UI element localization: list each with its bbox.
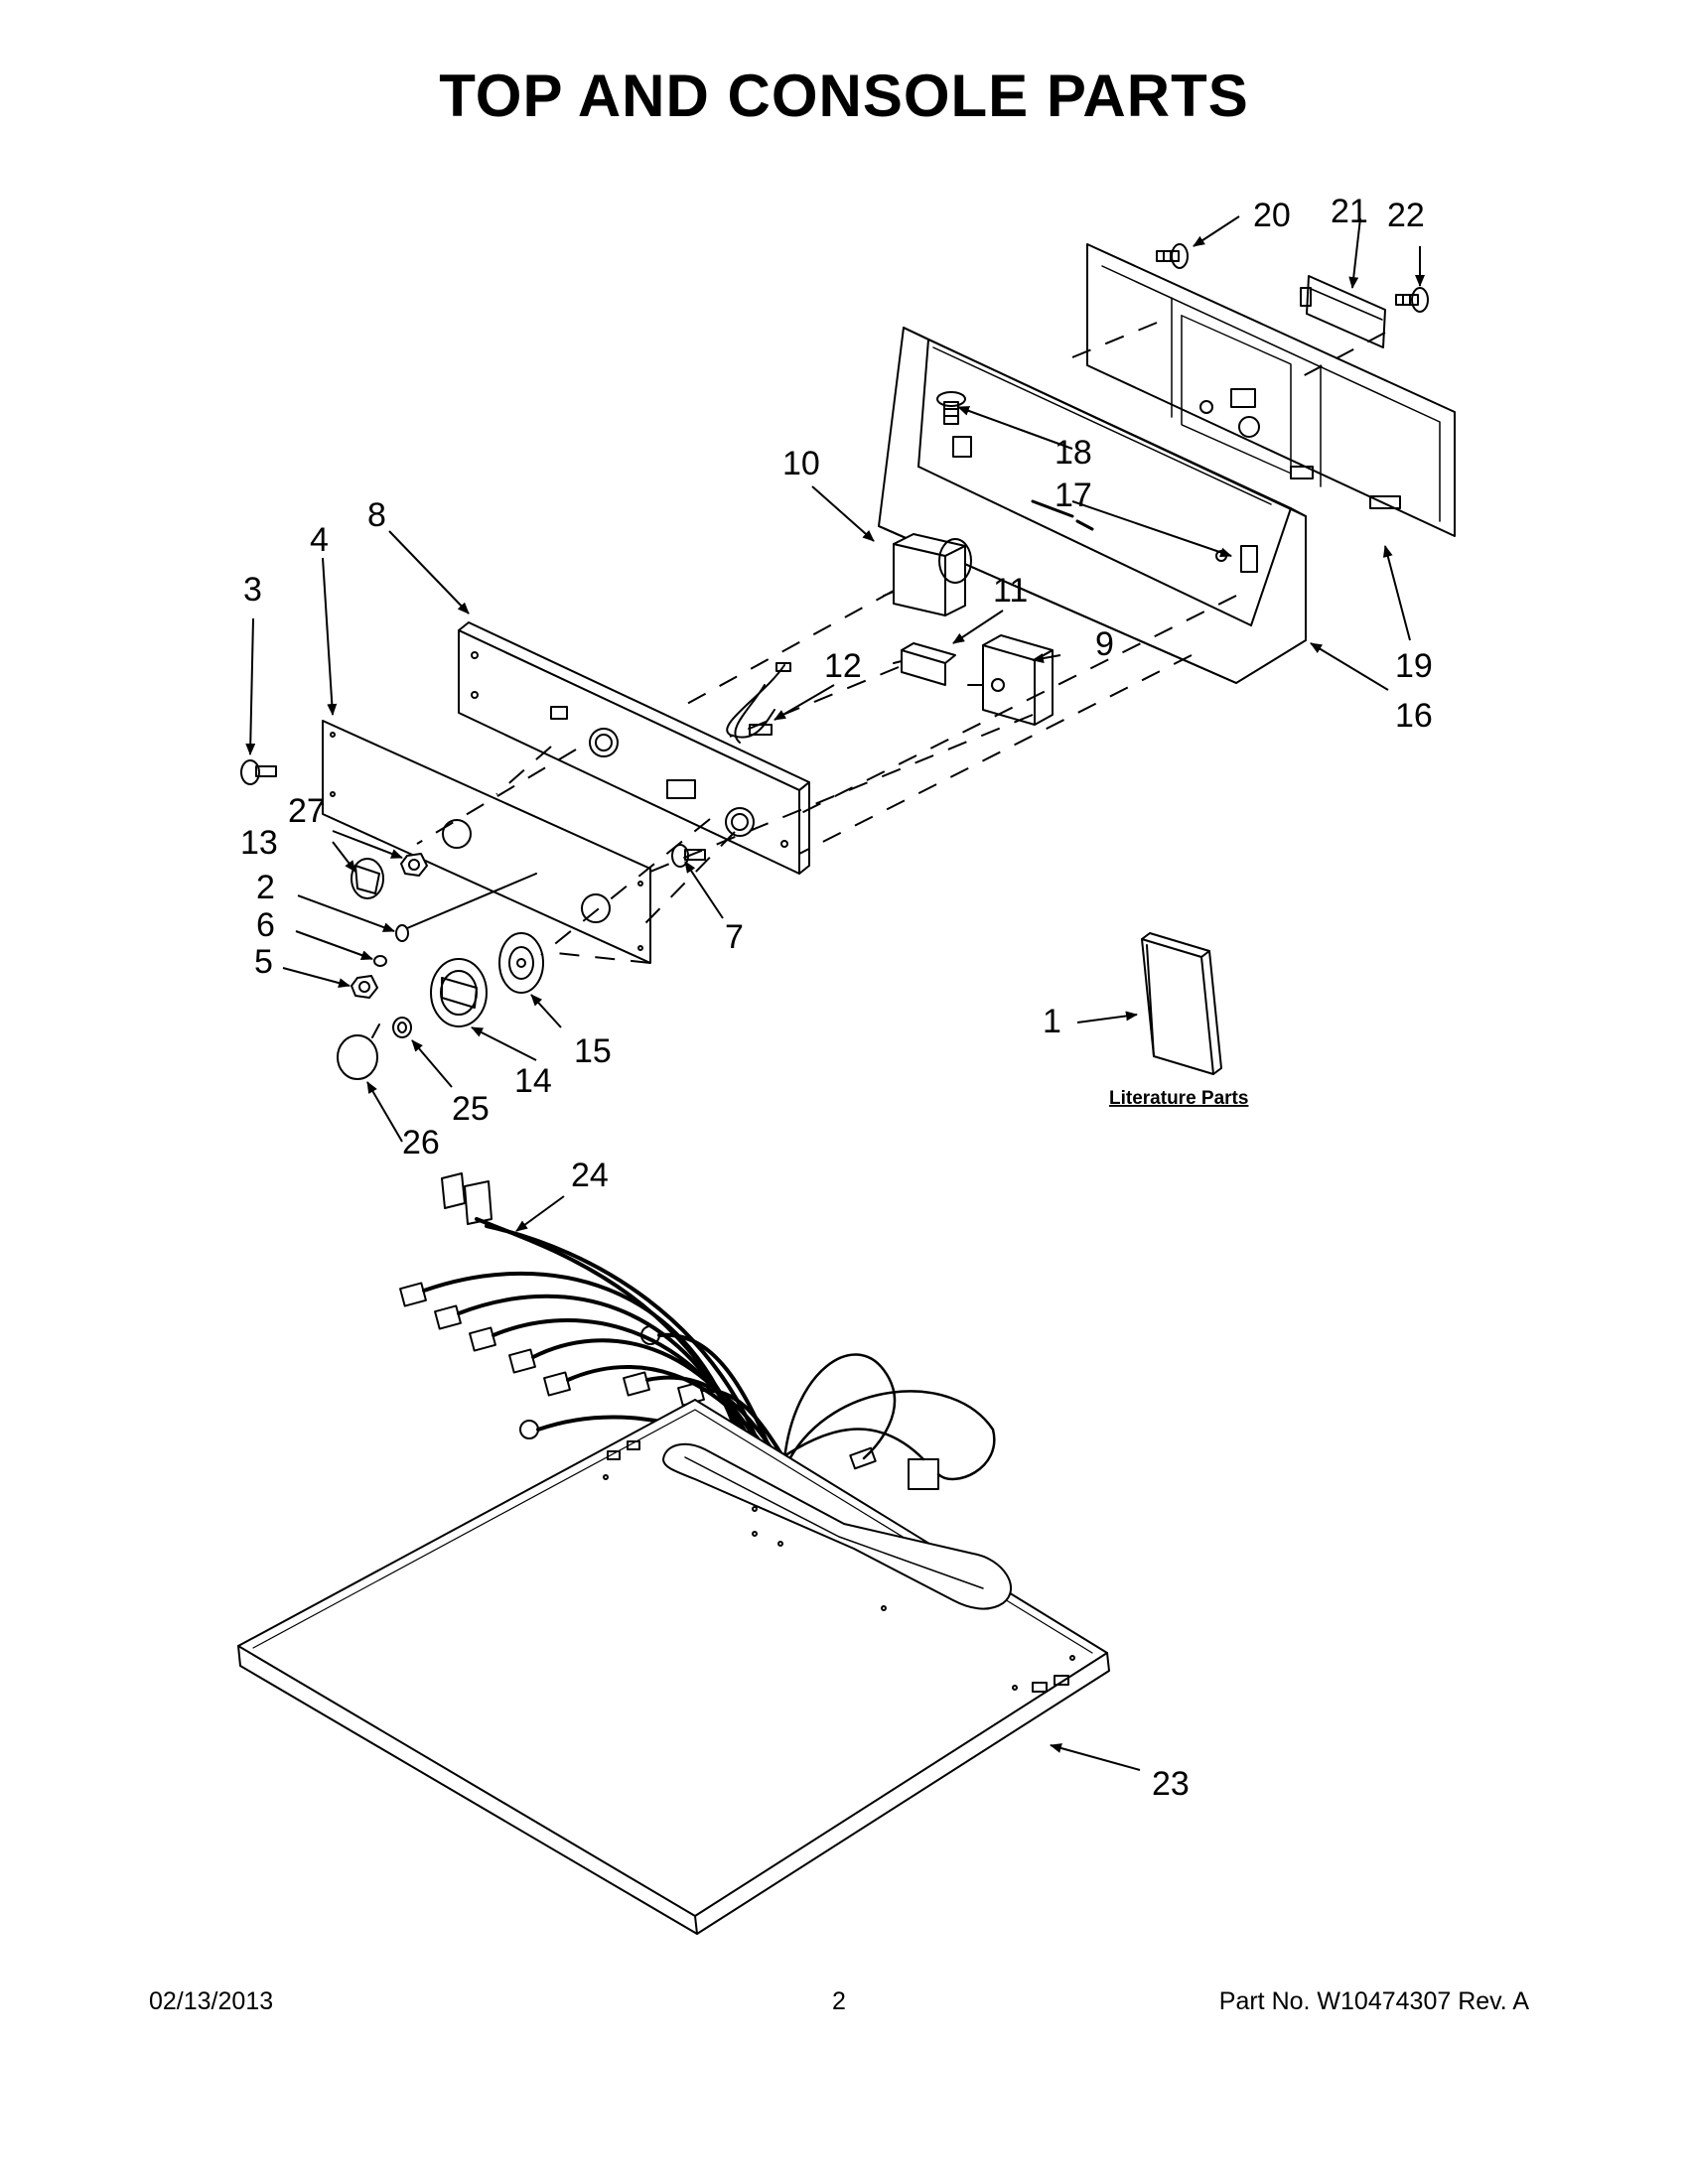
rear-console-panel <box>1086 243 1456 537</box>
callout-12: 12 <box>824 647 862 685</box>
callout-3: 3 <box>243 571 262 609</box>
switch-11 <box>893 642 956 686</box>
assembly-lines <box>416 322 1386 964</box>
callout-1: 1 <box>1043 1003 1061 1040</box>
callout-2: 2 <box>256 869 275 906</box>
callout-15: 15 <box>574 1032 612 1070</box>
screw-20 <box>1156 243 1189 269</box>
footer-page-number: 2 <box>832 1987 846 2015</box>
callout-7: 7 <box>725 918 744 956</box>
callout-17: 17 <box>1055 477 1092 514</box>
knob-14 <box>430 958 488 1027</box>
spring-6 <box>373 955 387 967</box>
wiring-harness-24 <box>399 1172 996 1490</box>
screw-18 <box>936 391 966 425</box>
harness-12 <box>726 662 791 744</box>
callout-19: 19 <box>1395 647 1433 685</box>
callout-6: 6 <box>256 906 275 944</box>
callout-labels: 1 2 3 4 5 6 7 8 9 10 11 12 13 14 15 16 1… <box>240 193 1433 1803</box>
callout-24: 24 <box>571 1157 609 1194</box>
callout-13: 13 <box>240 824 278 862</box>
clip-26 <box>337 1024 380 1080</box>
control-9 <box>967 634 1054 726</box>
nut-27 <box>400 853 428 877</box>
shaft-2 <box>406 873 537 929</box>
callout-25: 25 <box>452 1090 490 1128</box>
callout-22: 22 <box>1387 197 1425 234</box>
callout-11: 11 <box>993 572 1028 610</box>
callout-4: 4 <box>310 521 329 559</box>
callout-5: 5 <box>254 943 273 981</box>
footer-date: 02/13/2013 <box>149 1987 274 2015</box>
callout-23: 23 <box>1152 1765 1190 1803</box>
literature-parts-label: Literature Parts <box>1109 1088 1248 1109</box>
callout-18: 18 <box>1055 434 1092 472</box>
page-title: TOP AND CONSOLE PARTS <box>439 63 1249 129</box>
timer-10 <box>883 533 972 616</box>
dryer-top-23 <box>237 1399 1110 1935</box>
leader-arrows <box>245 215 1425 1771</box>
callout-8: 8 <box>367 496 386 534</box>
callout-16: 16 <box>1395 697 1433 735</box>
screw-22 <box>1395 287 1429 313</box>
callout-10: 10 <box>782 445 820 482</box>
callout-14: 14 <box>514 1062 552 1100</box>
literature-booklet <box>1141 932 1222 1075</box>
callout-9: 9 <box>1095 625 1114 663</box>
callout-27: 27 <box>288 792 326 830</box>
washer-25 <box>392 1017 412 1038</box>
nut-5 <box>351 975 378 999</box>
screw-3 <box>240 759 277 785</box>
footer-part-number: Part No. W10474307 Rev. A <box>1218 1987 1529 2015</box>
bracket-21 <box>1300 275 1386 348</box>
callout-20: 20 <box>1253 197 1291 234</box>
knob-13 <box>351 858 384 899</box>
callout-21: 21 <box>1331 193 1368 230</box>
push-button-2 <box>395 924 409 942</box>
dial-15 <box>498 932 544 994</box>
console-panel-8 <box>458 621 810 875</box>
callout-26: 26 <box>402 1124 440 1161</box>
